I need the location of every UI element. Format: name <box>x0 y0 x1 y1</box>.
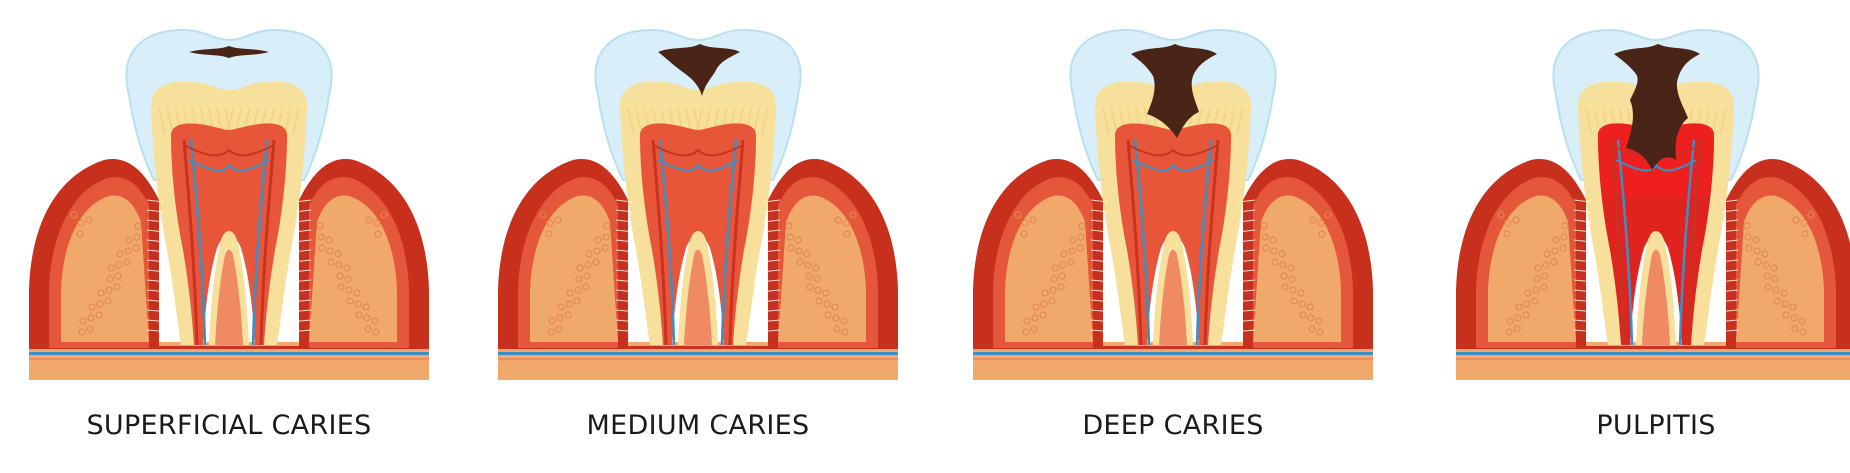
stage-panel-medium: MEDIUM CARIES <box>488 0 908 473</box>
tissue-band <box>498 358 898 360</box>
nerve-band-red <box>1456 346 1850 349</box>
stage-panel-deep: DEEP CARIES <box>963 0 1383 473</box>
stage-label-superficial: SUPERFICIAL CARIES <box>86 410 372 441</box>
vessel-red-crown <box>1127 144 1219 157</box>
vessel-red-left <box>651 139 668 346</box>
tissue-band <box>1456 358 1850 360</box>
vessel-blue-crown <box>1132 159 1214 172</box>
caries-lesion <box>658 44 740 96</box>
vessel-blue-crown <box>1615 159 1697 172</box>
vessel-red-right <box>1686 139 1703 346</box>
stage-label-deep: DEEP CARIES <box>1082 410 1264 441</box>
nerve-band-blue <box>1456 352 1850 355</box>
caries-lesion <box>1131 44 1217 138</box>
stage-panel-superficial: SUPERFICIAL CARIES <box>19 0 439 473</box>
vessel-red-left <box>182 139 199 346</box>
vessel-red-crown <box>652 144 744 157</box>
caries-lesion <box>189 46 269 58</box>
tooth-cross-section-deep <box>973 28 1373 380</box>
vessel-red-right <box>1203 139 1220 346</box>
nerve-band-red <box>498 346 898 349</box>
tooth-cross-section-pulpitis <box>1456 28 1850 380</box>
inter-root-tissue <box>1642 249 1670 345</box>
vessel-red-crown <box>183 144 275 157</box>
vessel-blue-crown <box>657 159 739 172</box>
nerve-band-blue <box>498 352 898 355</box>
inter-root-tissue <box>215 249 243 345</box>
tissue-band <box>973 358 1373 360</box>
tissue-band <box>29 358 429 360</box>
tooth-cross-section-superficial <box>29 28 429 380</box>
stage-label-medium: MEDIUM CARIES <box>586 410 810 441</box>
stage-panel-pulpitis: PULPITIS <box>1446 0 1850 473</box>
inter-root-tissue <box>1159 249 1187 345</box>
inter-root-tissue <box>684 249 712 345</box>
nerve-band-red <box>29 346 429 349</box>
vessel-red-left <box>1126 139 1143 346</box>
nerve-band-red <box>973 346 1373 349</box>
vessel-blue-crown <box>188 159 270 172</box>
stage-label-pulpitis: PULPITIS <box>1596 410 1716 441</box>
caries-lesion <box>1614 44 1700 170</box>
vessel-red-left <box>1609 139 1626 346</box>
vessel-red-right <box>728 139 745 346</box>
nerve-band-blue <box>29 352 429 355</box>
tooth-cross-section-medium <box>498 28 898 380</box>
vessel-red-right <box>259 139 276 346</box>
nerve-band-blue <box>973 352 1373 355</box>
